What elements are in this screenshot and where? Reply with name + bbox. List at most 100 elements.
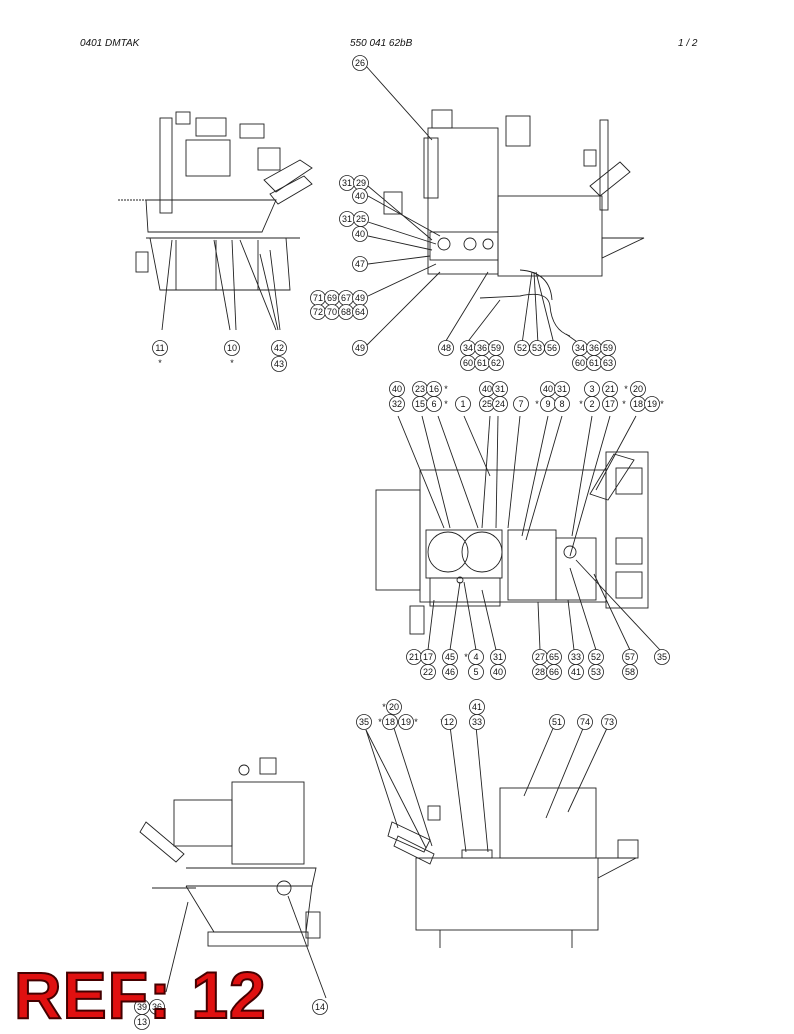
callout-number: 34 (463, 343, 473, 353)
callout-number: 25 (482, 399, 492, 409)
callout-circle (224, 340, 240, 356)
callout-number: 67 (341, 293, 351, 303)
callout-number: 66 (549, 667, 559, 677)
callout-number: 52 (591, 652, 601, 662)
callout-number: 36 (589, 343, 599, 353)
callout-number: 59 (603, 343, 613, 353)
callout-number: 12 (444, 717, 454, 727)
callout-circle (356, 714, 372, 730)
callout-asterisk: * (535, 399, 539, 409)
callout-number: 31 (342, 178, 352, 188)
callout-number: 62 (491, 358, 501, 368)
callout-number: 49 (355, 343, 365, 353)
callout-circle (554, 396, 570, 412)
callout-number: 72 (313, 307, 323, 317)
callout-circle (455, 396, 471, 412)
callout-asterisk: * (624, 384, 628, 394)
callout-number: 42 (274, 343, 284, 353)
callout-number: 64 (355, 307, 365, 317)
callout-number: 8 (559, 399, 564, 409)
callout-circle (271, 356, 287, 372)
callout-number: 60 (575, 358, 585, 368)
callout-number: 74 (580, 717, 590, 727)
callout-number: 13 (137, 1017, 147, 1027)
callout-number: 19 (647, 399, 657, 409)
callout-number: 25 (356, 214, 366, 224)
callout-number: 58 (625, 667, 635, 677)
callout-number: 23 (415, 384, 425, 394)
callout-number: 18 (633, 399, 643, 409)
callout-number: 53 (532, 343, 542, 353)
callout-number: 22 (423, 667, 433, 677)
view-bottom-left (139, 757, 327, 999)
callout-number: 31 (557, 384, 567, 394)
callout-asterisk: * (158, 358, 162, 368)
callout-number: 34 (575, 343, 585, 353)
callout-number: 27 (535, 652, 545, 662)
callout-number: 63 (603, 358, 613, 368)
callout-number: 35 (359, 717, 369, 727)
callout-number: 36 (152, 1002, 162, 1012)
callout-asterisk: * (230, 358, 234, 368)
callout-asterisk: * (622, 399, 626, 409)
callout-circle (644, 396, 660, 412)
callout-number: 3 (589, 384, 594, 394)
callout-asterisk: * (414, 717, 418, 727)
callout-asterisk: * (382, 702, 386, 712)
callout-number: 31 (493, 652, 503, 662)
callout-number: 40 (543, 384, 553, 394)
header-page-number: 1 / 2 (678, 38, 698, 49)
callout-asterisk: * (579, 399, 583, 409)
callout-number: 59 (491, 343, 501, 353)
view-bottom-right (365, 721, 639, 948)
view-plan (375, 415, 661, 651)
callout-number: 41 (472, 702, 482, 712)
callout-circle (271, 340, 287, 356)
callout-number: 19 (401, 717, 411, 727)
callout-number: 35 (657, 652, 667, 662)
callout-circle (468, 664, 484, 680)
callout-number: 2 (589, 399, 594, 409)
callout-number: 29 (356, 178, 366, 188)
callout-circle (492, 396, 508, 412)
callout-number: 46 (445, 667, 455, 677)
callout-circle (352, 55, 368, 71)
callout-number: 14 (315, 1002, 325, 1012)
callout-number: 6 (431, 399, 436, 409)
callout-circle (490, 664, 506, 680)
callout-number: 56 (547, 343, 557, 353)
callout-number: 68 (341, 307, 351, 317)
callout-number: 20 (633, 384, 643, 394)
callout-number: 28 (535, 667, 545, 677)
callout-number: 16 (429, 384, 439, 394)
callout-number: 41 (571, 667, 581, 677)
callout-number: 21 (605, 384, 615, 394)
callout-circle (442, 664, 458, 680)
callout-number: 24 (495, 399, 505, 409)
callout-number: 43 (274, 359, 284, 369)
callout-number: 71 (313, 293, 323, 303)
callout-circle (602, 396, 618, 412)
callout-circle (654, 649, 670, 665)
header-part-number: 550 041 62bB (350, 38, 413, 49)
callout-circle (398, 714, 414, 730)
callout-circle (426, 396, 442, 412)
callout-circle (134, 1014, 150, 1030)
callout-circle (601, 714, 617, 730)
callout-circle (544, 340, 560, 356)
callout-number: 26 (355, 58, 365, 68)
callout-asterisk: * (378, 717, 382, 727)
ref-watermark: REF: 12 (13, 958, 267, 1032)
callout-number: 4 (473, 652, 478, 662)
callout-number: 60 (463, 358, 473, 368)
callout-number: 17 (423, 652, 433, 662)
callout-asterisk: * (464, 652, 468, 662)
callout-circle (382, 714, 398, 730)
callout-circle (389, 396, 405, 412)
callout-asterisk: * (444, 399, 448, 409)
callout-circle (420, 664, 436, 680)
callout-number: 40 (392, 384, 402, 394)
callout-circle (352, 304, 368, 320)
callout-circle (441, 714, 457, 730)
